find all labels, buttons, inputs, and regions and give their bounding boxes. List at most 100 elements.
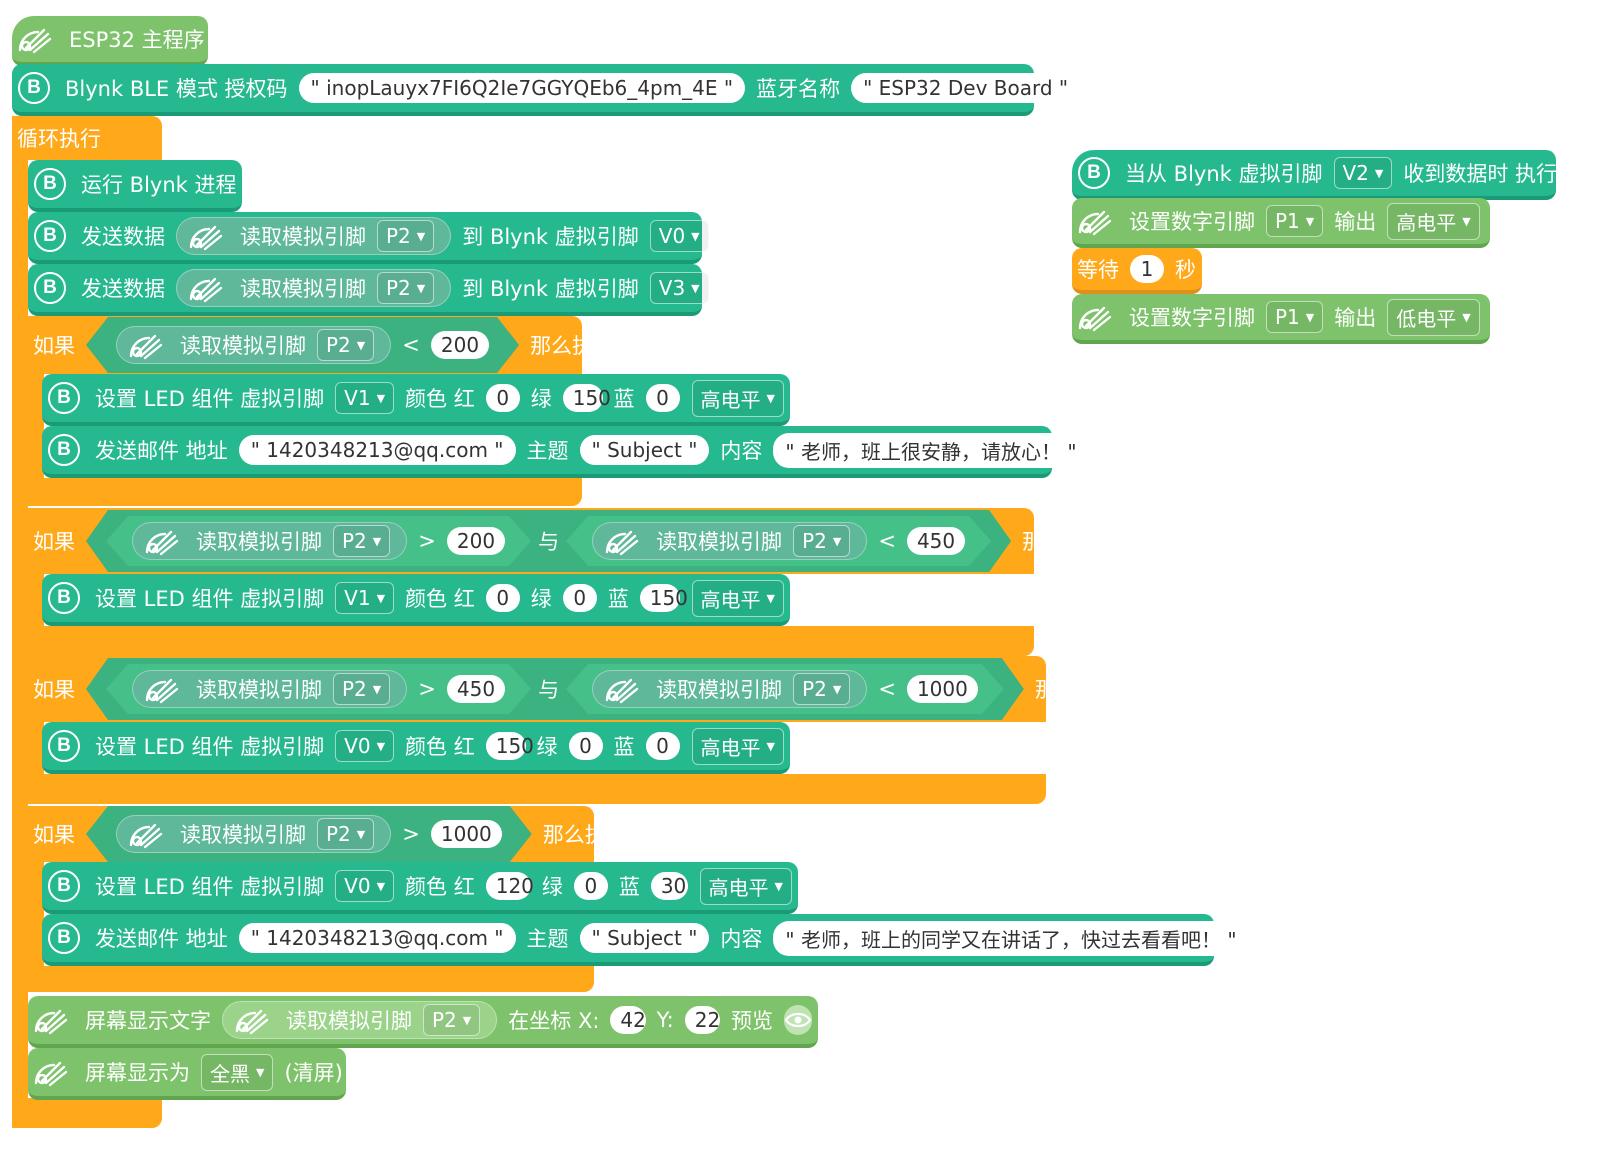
x-input[interactable]: 42 [610, 1006, 646, 1034]
green-input[interactable]: 0 [562, 584, 597, 612]
auth-code-field[interactable]: " inopLauyx7FI6Q2Ie7GGYQEb6_4pm_4E " [298, 73, 746, 103]
comparison-condition[interactable]: 读取模拟引脚 P2▼ > 450 [106, 664, 531, 714]
if-block-3[interactable]: 如果 读取模拟引脚 P2▼ > 450 与 读取模拟引脚 P2▼ < 1000 … [28, 656, 1119, 722]
virtual-pin-dropdown[interactable]: V0▼ [649, 220, 709, 252]
threshold-input[interactable]: 200 [431, 331, 489, 359]
virtual-pin-dropdown[interactable]: V0▼ [335, 870, 395, 902]
threshold-input[interactable]: 1000 [431, 820, 502, 848]
pin-dropdown[interactable]: P2▼ [377, 272, 435, 304]
comparison-condition[interactable]: 读取模拟引脚 P2▼ > 200 [106, 516, 531, 566]
hardware-hand-icon [601, 672, 645, 706]
pin-dropdown[interactable]: P2▼ [333, 525, 390, 557]
if-block-4[interactable]: 如果 读取模拟引脚 P2▼ > 1000 那么执行 [28, 806, 627, 862]
level-dropdown[interactable]: 高电平▼ [699, 867, 792, 905]
red-input[interactable]: 120 [485, 872, 534, 900]
read-analog-block[interactable]: 读取模拟引脚 P2▼ [116, 815, 391, 853]
blynk-ble-mode-block[interactable]: B Blynk BLE 模式 授权码 " inopLauyx7FI6Q2Ie7G… [12, 64, 1081, 116]
and-label: 与 [538, 530, 560, 554]
green-label: 绿 [541, 875, 563, 899]
email-address-field[interactable]: " 1420348213@qq.com " [238, 435, 516, 465]
red-input[interactable]: 0 [485, 384, 520, 412]
eye-icon[interactable] [784, 1005, 812, 1035]
if-block-1[interactable]: 如果 读取模拟引脚 P2▼ < 200 那么执行 [28, 316, 614, 374]
fill-option-dropdown[interactable]: 全黑▼ [201, 1053, 274, 1091]
send-data-block[interactable]: B 发送数据 读取模拟引脚 P2▼ 到 Blynk 虚拟引脚 V3▼ [28, 264, 709, 316]
level-dropdown[interactable]: 高电平▼ [691, 579, 784, 617]
virtual-pin-dropdown[interactable]: V1▼ [335, 382, 395, 414]
screen-fill-block[interactable]: 屏幕显示为 全黑▼ (清屏) [28, 1048, 346, 1100]
blue-input[interactable]: 0 [645, 384, 680, 412]
red-input[interactable]: 0 [485, 584, 520, 612]
and-condition[interactable]: 读取模拟引脚 P2▼ > 450 与 读取模拟引脚 P2▼ < 1000 [86, 658, 1024, 720]
screen-display-text-block[interactable]: 屏幕显示文字 读取模拟引脚 P2▼ 在坐标 X: 42 Y: 22 预览 [28, 996, 818, 1048]
green-input[interactable]: 0 [568, 732, 603, 760]
comparison-condition[interactable]: 读取模拟引脚 P2▼ < 200 [86, 317, 519, 373]
pin-dropdown[interactable]: P2▼ [333, 673, 390, 705]
read-analog-block[interactable]: 读取模拟引脚 P2▼ [116, 326, 391, 364]
content-field[interactable]: " 老师，班上的同学又在讲话了，快过去看看吧！ " [773, 920, 1249, 956]
read-analog-block[interactable]: 读取模拟引脚 P2▼ [222, 1001, 498, 1039]
read-analog-block[interactable]: 读取模拟引脚 P2▼ [176, 217, 452, 255]
wait-seconds-input[interactable]: 1 [1130, 255, 1164, 283]
blue-input[interactable]: 150 [639, 584, 688, 612]
blue-input[interactable]: 30 [650, 872, 688, 900]
virtual-pin-dropdown[interactable]: V3▼ [649, 272, 709, 304]
subject-field[interactable]: " Subject " [579, 923, 710, 953]
level-dropdown[interactable]: 低电平▼ [1387, 298, 1480, 336]
pin-dropdown[interactable]: P2▼ [793, 673, 850, 705]
pin-dropdown[interactable]: P2▼ [793, 525, 850, 557]
pin-dropdown[interactable]: P1▼ [1266, 205, 1324, 237]
send-data-block[interactable]: B 发送数据 读取模拟引脚 P2▼ 到 Blynk 虚拟引脚 V0▼ [28, 212, 709, 264]
blue-input[interactable]: 0 [645, 732, 680, 760]
output-label: 输出 [1334, 306, 1377, 330]
threshold-input[interactable]: 1000 [907, 675, 978, 703]
send-email-block[interactable]: B 发送邮件 地址 " 1420348213@qq.com " 主题 " Sub… [42, 914, 1249, 966]
operator-label: < [402, 333, 420, 357]
read-analog-block[interactable]: 读取模拟引脚 P2▼ [592, 522, 867, 560]
pin-dropdown[interactable]: P2▼ [423, 1004, 481, 1036]
loop-block[interactable]: 循环执行 [12, 116, 162, 160]
threshold-input[interactable]: 450 [447, 675, 505, 703]
loop-label: 循环执行 [17, 127, 101, 151]
read-analog-block[interactable]: 读取模拟引脚 P2▼ [176, 269, 452, 307]
send-email-block[interactable]: B 发送邮件 地址 " 1420348213@qq.com " 主题 " Sub… [42, 426, 1089, 478]
virtual-pin-dropdown[interactable]: V0▼ [335, 730, 395, 762]
red-input[interactable]: 150 [485, 732, 534, 760]
set-led-block[interactable]: B 设置 LED 组件 虚拟引脚 V1▼ 颜色 红 0 绿 150 蓝 0 高电… [42, 374, 790, 426]
set-digital-pin-block[interactable]: 设置数字引脚 P1▼ 输出 低电平▼ [1072, 294, 1490, 344]
comparison-condition[interactable]: 读取模拟引脚 P2▼ < 450 [566, 516, 991, 566]
wait-block[interactable]: 等待 1 秒 [1072, 248, 1202, 294]
threshold-input[interactable]: 200 [447, 527, 505, 555]
email-address-field[interactable]: " 1420348213@qq.com " [238, 923, 516, 953]
level-dropdown[interactable]: 高电平▼ [691, 379, 784, 417]
y-input[interactable]: 22 [684, 1006, 720, 1034]
device-name-field[interactable]: " ESP32 Dev Board " [851, 73, 1081, 103]
pin-dropdown[interactable]: P2▼ [317, 818, 374, 850]
pin-dropdown[interactable]: P1▼ [1266, 301, 1324, 333]
run-blynk-block[interactable]: B 运行 Blynk 进程 [28, 160, 242, 212]
green-input[interactable]: 0 [573, 872, 608, 900]
main-program-hat-block[interactable]: ESP32 主程序 [12, 16, 208, 66]
set-led-block[interactable]: B 设置 LED 组件 虚拟引脚 V1▼ 颜色 红 0 绿 0 蓝 150 高电… [42, 574, 790, 626]
set-led-block[interactable]: B 设置 LED 组件 虚拟引脚 V0▼ 颜色 红 120 绿 0 蓝 30 高… [42, 862, 798, 914]
read-analog-block[interactable]: 读取模拟引脚 P2▼ [132, 522, 407, 560]
level-dropdown[interactable]: 高电平▼ [1387, 202, 1480, 240]
comparison-condition[interactable]: 读取模拟引脚 P2▼ > 1000 [86, 806, 532, 862]
content-field[interactable]: " 老师，班上很安静，请放心！ " [773, 432, 1089, 468]
virtual-pin-handler-hat[interactable]: B 当从 Blynk 虚拟引脚 V2▼ 收到数据时 执行 [1072, 150, 1557, 200]
comparison-condition[interactable]: 读取模拟引脚 P2▼ < 1000 [566, 664, 1004, 714]
set-digital-pin-block[interactable]: 设置数字引脚 P1▼ 输出 高电平▼ [1072, 198, 1490, 248]
if-block-2[interactable]: 如果 读取模拟引脚 P2▼ > 200 与 读取模拟引脚 P2▼ < 450 那… [28, 508, 1106, 574]
read-analog-block[interactable]: 读取模拟引脚 P2▼ [132, 670, 407, 708]
level-dropdown[interactable]: 高电平▼ [691, 727, 784, 765]
and-condition[interactable]: 读取模拟引脚 P2▼ > 200 与 读取模拟引脚 P2▼ < 450 [86, 510, 1011, 572]
pin-dropdown[interactable]: P2▼ [377, 220, 435, 252]
subject-field[interactable]: " Subject " [579, 435, 710, 465]
pin-dropdown[interactable]: P2▼ [317, 329, 374, 361]
set-led-block[interactable]: B 设置 LED 组件 虚拟引脚 V0▼ 颜色 红 150 绿 0 蓝 0 高电… [42, 722, 790, 774]
green-input[interactable]: 150 [562, 384, 611, 412]
virtual-pin-dropdown[interactable]: V2▼ [1333, 157, 1393, 189]
threshold-input[interactable]: 450 [907, 527, 965, 555]
read-analog-block[interactable]: 读取模拟引脚 P2▼ [592, 670, 867, 708]
virtual-pin-dropdown[interactable]: V1▼ [335, 582, 395, 614]
